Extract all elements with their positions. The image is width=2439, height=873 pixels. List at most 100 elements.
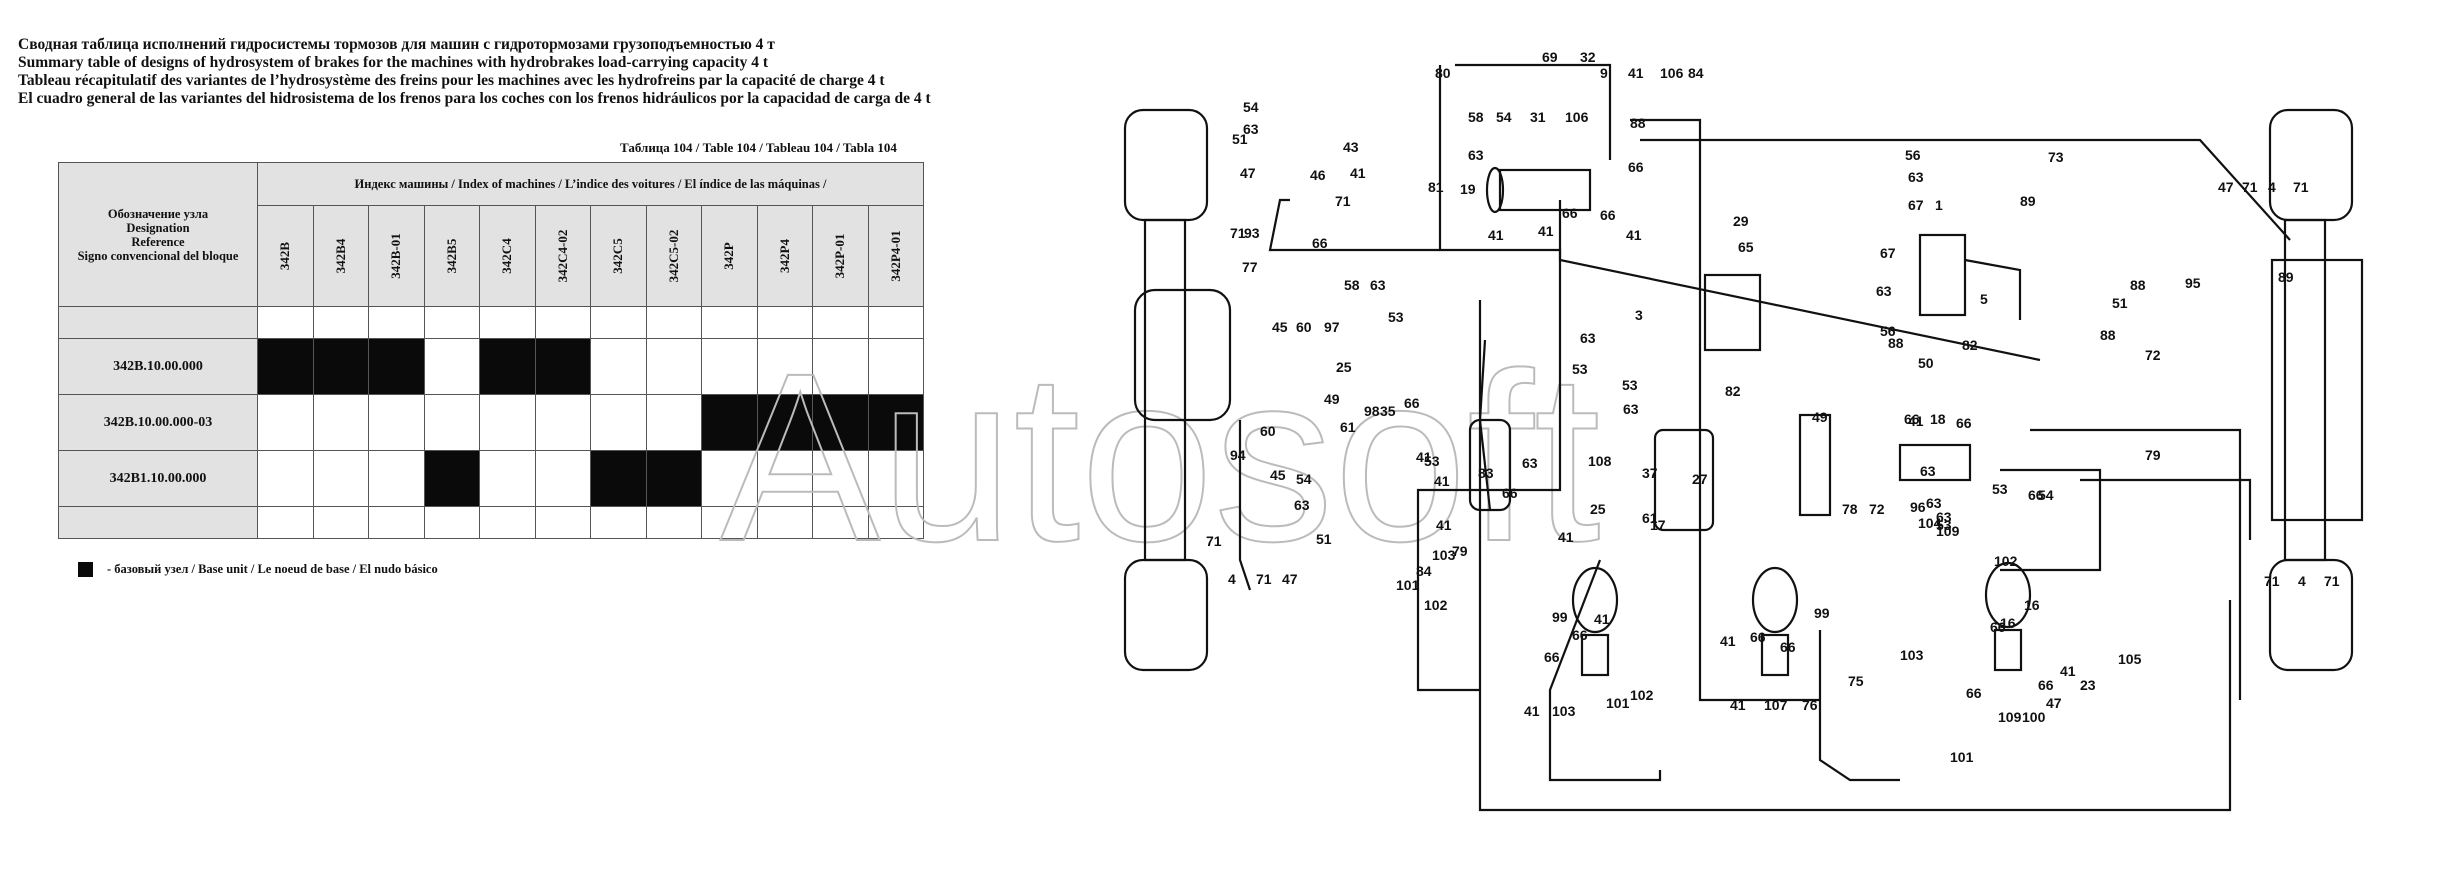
title-en: Summary table of designs of hydrosystem … bbox=[18, 54, 769, 71]
callout-23: 23 bbox=[2080, 677, 2096, 693]
callout-66: 66 bbox=[1404, 395, 1420, 411]
callout-17: 17 bbox=[1650, 517, 1666, 533]
empty-cell bbox=[257, 506, 314, 539]
callout-71: 71 bbox=[2264, 573, 2280, 589]
callout-37: 37 bbox=[1642, 465, 1658, 481]
filter bbox=[1653, 428, 1715, 532]
callout-66: 66 bbox=[1750, 629, 1766, 645]
callout-53: 53 bbox=[1936, 517, 1952, 533]
callout-97: 97 bbox=[1324, 319, 1340, 335]
callout-103: 103 bbox=[1900, 647, 1924, 663]
callout-101: 101 bbox=[1396, 577, 1420, 593]
title-es: El cuadro general de las variantes del h… bbox=[18, 90, 931, 107]
rear-frame bbox=[2270, 258, 2364, 522]
empty-cell bbox=[590, 338, 647, 395]
accumulator-1 bbox=[1571, 566, 1619, 634]
callout-35: 35 bbox=[1380, 403, 1396, 419]
pedal-end bbox=[1485, 166, 1505, 214]
callout-32: 32 bbox=[1580, 49, 1596, 65]
master-cylinder bbox=[1498, 168, 1592, 212]
empty-cell bbox=[257, 306, 314, 339]
rear-right-hub bbox=[2268, 558, 2354, 672]
callout-66: 66 bbox=[1966, 685, 1982, 701]
line-73 bbox=[1640, 138, 2291, 241]
row-label: 342B1.10.00.000 bbox=[58, 450, 258, 507]
empty-cell bbox=[756, 506, 813, 539]
empty-cell bbox=[645, 306, 702, 339]
callout-53: 53 bbox=[1622, 377, 1638, 393]
acc-2-valve bbox=[1760, 633, 1790, 677]
empty-cell bbox=[701, 450, 758, 507]
callout-60: 60 bbox=[1260, 423, 1276, 439]
ref-header: Обозначение узла Designation Reference S… bbox=[58, 162, 258, 307]
empty-cell bbox=[812, 450, 869, 507]
callout-25: 25 bbox=[1590, 501, 1606, 517]
base-unit-cell bbox=[479, 338, 536, 395]
empty-cell bbox=[534, 506, 591, 539]
callout-63: 63 bbox=[1370, 277, 1386, 293]
callout-1: 1 bbox=[1935, 197, 1943, 213]
callout-51: 51 bbox=[1232, 131, 1248, 147]
callout-66: 66 bbox=[1956, 415, 1972, 431]
callout-75: 75 bbox=[1848, 673, 1864, 689]
index-header: Индекс машины / Index of machines / L’in… bbox=[257, 162, 924, 206]
callout-66: 66 bbox=[2038, 677, 2054, 693]
empty-cell bbox=[479, 450, 536, 507]
machine-col-8: 342P bbox=[701, 205, 758, 307]
empty-cell bbox=[756, 338, 813, 395]
callout-66: 66 bbox=[1312, 235, 1328, 251]
callout-101: 101 bbox=[1950, 749, 1974, 765]
base-unit-cell bbox=[423, 450, 480, 507]
empty-cell bbox=[312, 450, 369, 507]
line-78 bbox=[2000, 468, 2102, 572]
callout-41: 41 bbox=[1350, 165, 1366, 181]
callout-47: 47 bbox=[2046, 695, 2062, 711]
callout-50: 50 bbox=[1918, 355, 1934, 371]
row-label: 342B.10.00.000-03 bbox=[58, 394, 258, 451]
empty-cell bbox=[368, 306, 425, 339]
callout-102: 102 bbox=[1424, 597, 1448, 613]
callout-18: 18 bbox=[1930, 411, 1946, 427]
empty-cell bbox=[590, 506, 647, 539]
accumulator-3 bbox=[1984, 561, 2032, 629]
callout-4: 4 bbox=[2268, 179, 2276, 195]
callout-66: 66 bbox=[1562, 205, 1578, 221]
empty-cell bbox=[368, 506, 425, 539]
callout-41: 41 bbox=[1538, 223, 1554, 239]
empty-cell bbox=[645, 338, 702, 395]
callout-99: 99 bbox=[1814, 605, 1830, 621]
ref-header-ru: Обозначение узла bbox=[107, 206, 209, 221]
empty-cell bbox=[867, 506, 924, 539]
empty-cell bbox=[590, 394, 647, 451]
callout-106: 106 bbox=[1660, 65, 1684, 81]
title-fr: Tableau récapitulatif des variantes de l… bbox=[18, 72, 885, 89]
accumulator-2 bbox=[1751, 566, 1799, 634]
callout-66: 66 bbox=[1628, 159, 1644, 175]
table-row bbox=[58, 506, 924, 539]
bracket bbox=[1798, 413, 1832, 517]
table-number: Таблица 104 / Table 104 / Tableau 104 / … bbox=[620, 140, 897, 155]
callout-63: 63 bbox=[1243, 121, 1259, 137]
rear-axle-beam bbox=[2283, 218, 2327, 562]
callout-94: 94 bbox=[1230, 447, 1246, 463]
lever-housing bbox=[1468, 418, 1512, 512]
valve bbox=[1898, 443, 1972, 482]
callout-63: 63 bbox=[1908, 169, 1924, 185]
empty-cell bbox=[590, 306, 647, 339]
callout-84: 84 bbox=[1416, 563, 1432, 579]
callout-88: 88 bbox=[2100, 327, 2116, 343]
callout-84: 84 bbox=[1688, 65, 1704, 81]
callout-71: 71 bbox=[2293, 179, 2309, 195]
callout-19: 19 bbox=[1460, 181, 1476, 197]
callout-102: 102 bbox=[1994, 553, 2018, 569]
empty-cell bbox=[756, 306, 813, 339]
callout-104: 104 bbox=[1918, 515, 1942, 531]
callout-96: 96 bbox=[1910, 499, 1926, 515]
callout-79: 79 bbox=[1452, 543, 1468, 559]
callout-51: 51 bbox=[2112, 295, 2128, 311]
callout-103: 103 bbox=[1552, 703, 1576, 719]
empty-cell bbox=[534, 394, 591, 451]
callout-101: 101 bbox=[1606, 695, 1630, 711]
